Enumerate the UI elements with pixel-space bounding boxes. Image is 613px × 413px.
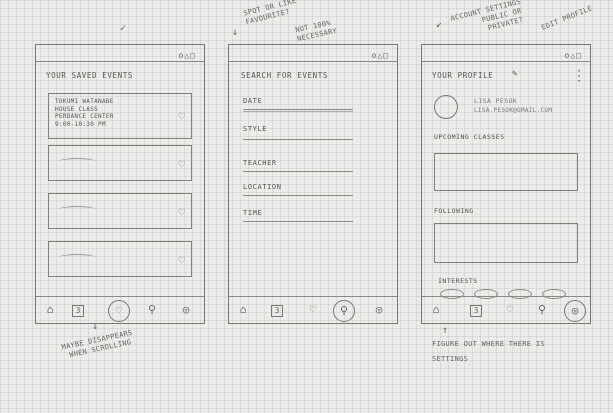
upcoming-classes-heading: Upcoming classes — [434, 133, 505, 141]
event-venue: Perdance center — [55, 113, 114, 120]
interest-tag[interactable] — [542, 289, 566, 299]
field-label: Style — [243, 125, 268, 133]
note-arrow-right: ↙ — [436, 19, 443, 30]
date-field[interactable]: Date — [243, 97, 383, 112]
note-check-left: ✓ — [120, 23, 127, 34]
page-title: Your saved events — [46, 71, 133, 80]
heart-icon[interactable]: ♡ — [108, 300, 130, 322]
underline — [243, 221, 353, 222]
heart-icon[interactable]: ♡ — [309, 303, 317, 316]
interest-tag[interactable] — [474, 289, 498, 299]
placeholder-text — [59, 206, 95, 213]
note-not-necessary: Not 100% necessary — [295, 18, 338, 44]
home-icon[interactable]: ⌂ — [432, 303, 440, 316]
profile-icon[interactable]: ◎ — [182, 303, 190, 316]
following-box[interactable] — [434, 223, 578, 263]
note-spot-or-like: Spot or like Favourite? — [243, 0, 300, 27]
field-label: Time — [243, 209, 263, 217]
event-class: House class — [55, 105, 99, 113]
underline — [243, 139, 353, 140]
location-field[interactable]: Location — [243, 183, 383, 196]
heart-icon[interactable]: ♡ — [178, 254, 185, 267]
search-icon[interactable]: ⚲ — [333, 300, 355, 322]
event-card[interactable]: ♡ — [48, 241, 192, 277]
teacher-field[interactable]: Teacher — [243, 159, 383, 172]
tab-bar: ⌂ 3 ♡ ⚲ ◎ — [36, 296, 204, 323]
divider — [422, 61, 590, 62]
style-field[interactable]: Style — [243, 125, 383, 140]
event-details: Tokumi Watanabe House class Perdance cen… — [55, 98, 114, 128]
underline — [243, 109, 353, 110]
divider — [36, 61, 204, 62]
field-label: Location — [243, 183, 282, 191]
page-title: Search for events — [241, 71, 328, 80]
placeholder-text — [59, 254, 95, 261]
interest-tag[interactable] — [508, 289, 532, 299]
interests-heading: Interests — [438, 277, 478, 285]
note-account-settings: Account settings public or private? — [450, 0, 527, 41]
event-time: 9:00-10:30 PM — [55, 120, 106, 128]
upcoming-classes-box[interactable] — [434, 153, 578, 191]
search-icon[interactable]: ⚲ — [147, 303, 157, 316]
heart-icon[interactable]: ♡ — [178, 206, 185, 219]
event-card[interactable]: ♡ — [48, 145, 192, 181]
following-heading: Following — [434, 207, 474, 215]
status-icons: o△□ — [178, 51, 196, 60]
profile-icon[interactable]: ◎ — [564, 300, 586, 322]
home-icon[interactable]: ⌂ — [239, 303, 247, 316]
profile-icon[interactable]: ◎ — [375, 303, 383, 316]
interest-tag[interactable] — [440, 289, 464, 299]
underline — [243, 111, 353, 112]
calendar-icon[interactable]: 3 — [271, 305, 283, 317]
pencil-icon[interactable]: ✎ — [512, 69, 518, 79]
calendar-icon[interactable]: 3 — [72, 305, 84, 317]
note-line: Figure out where there is — [432, 340, 545, 348]
note-settings: Figure out where there is settings — [432, 340, 545, 364]
note-line: settings — [432, 355, 469, 363]
heart-icon[interactable]: ♡ — [178, 158, 185, 171]
event-teacher: Tokumi Watanabe — [55, 98, 114, 105]
profile-name: Lisa Pesok — [474, 97, 518, 105]
profile-email: Lisa.Pesok@gmail.com — [474, 107, 553, 114]
note-arrow-bottom-left: ↓ — [92, 321, 99, 332]
note-edit-profile: Edit profile — [540, 4, 594, 32]
underline — [243, 195, 353, 196]
status-icons: o△□ — [564, 51, 582, 60]
field-label: Date — [243, 97, 263, 105]
kebab-menu-icon[interactable]: ··· — [575, 66, 582, 87]
divider — [229, 61, 397, 62]
underline — [243, 171, 353, 172]
tab-bar: ⌂ 3 ♡ ⚲ ◎ — [422, 296, 590, 323]
tab-bar: ⌂ 3 ♡ ⚲ ◎ — [229, 296, 397, 323]
phone-saved-events: o△□ Your saved events Tokumi Watanabe Ho… — [35, 44, 205, 324]
time-field[interactable]: Time — [243, 209, 383, 222]
event-card[interactable]: Tokumi Watanabe House class Perdance cen… — [48, 93, 192, 139]
home-icon[interactable]: ⌂ — [46, 303, 54, 316]
status-icons: o△□ — [371, 51, 389, 60]
heart-icon[interactable]: ♡ — [178, 110, 185, 123]
phone-profile: o△□ Your profile ✎ ··· Lisa Pesok Lisa.P… — [421, 44, 591, 324]
avatar[interactable] — [434, 95, 458, 119]
note-arrow-bottom-right: ↑ — [442, 325, 449, 336]
note-arrow-middle: ↓ — [232, 27, 239, 38]
page-title: Your profile — [432, 71, 494, 80]
search-icon[interactable]: ⚲ — [537, 303, 547, 316]
placeholder-text — [59, 158, 95, 165]
heart-icon[interactable]: ♡ — [506, 303, 514, 316]
calendar-icon[interactable]: 3 — [470, 305, 482, 317]
note-disappears: Maybe disappears when scrolling — [61, 329, 135, 362]
event-card[interactable]: ♡ — [48, 193, 192, 229]
phone-search: o△□ Search for events Date Style Teacher… — [228, 44, 398, 324]
field-label: Teacher — [243, 159, 277, 167]
